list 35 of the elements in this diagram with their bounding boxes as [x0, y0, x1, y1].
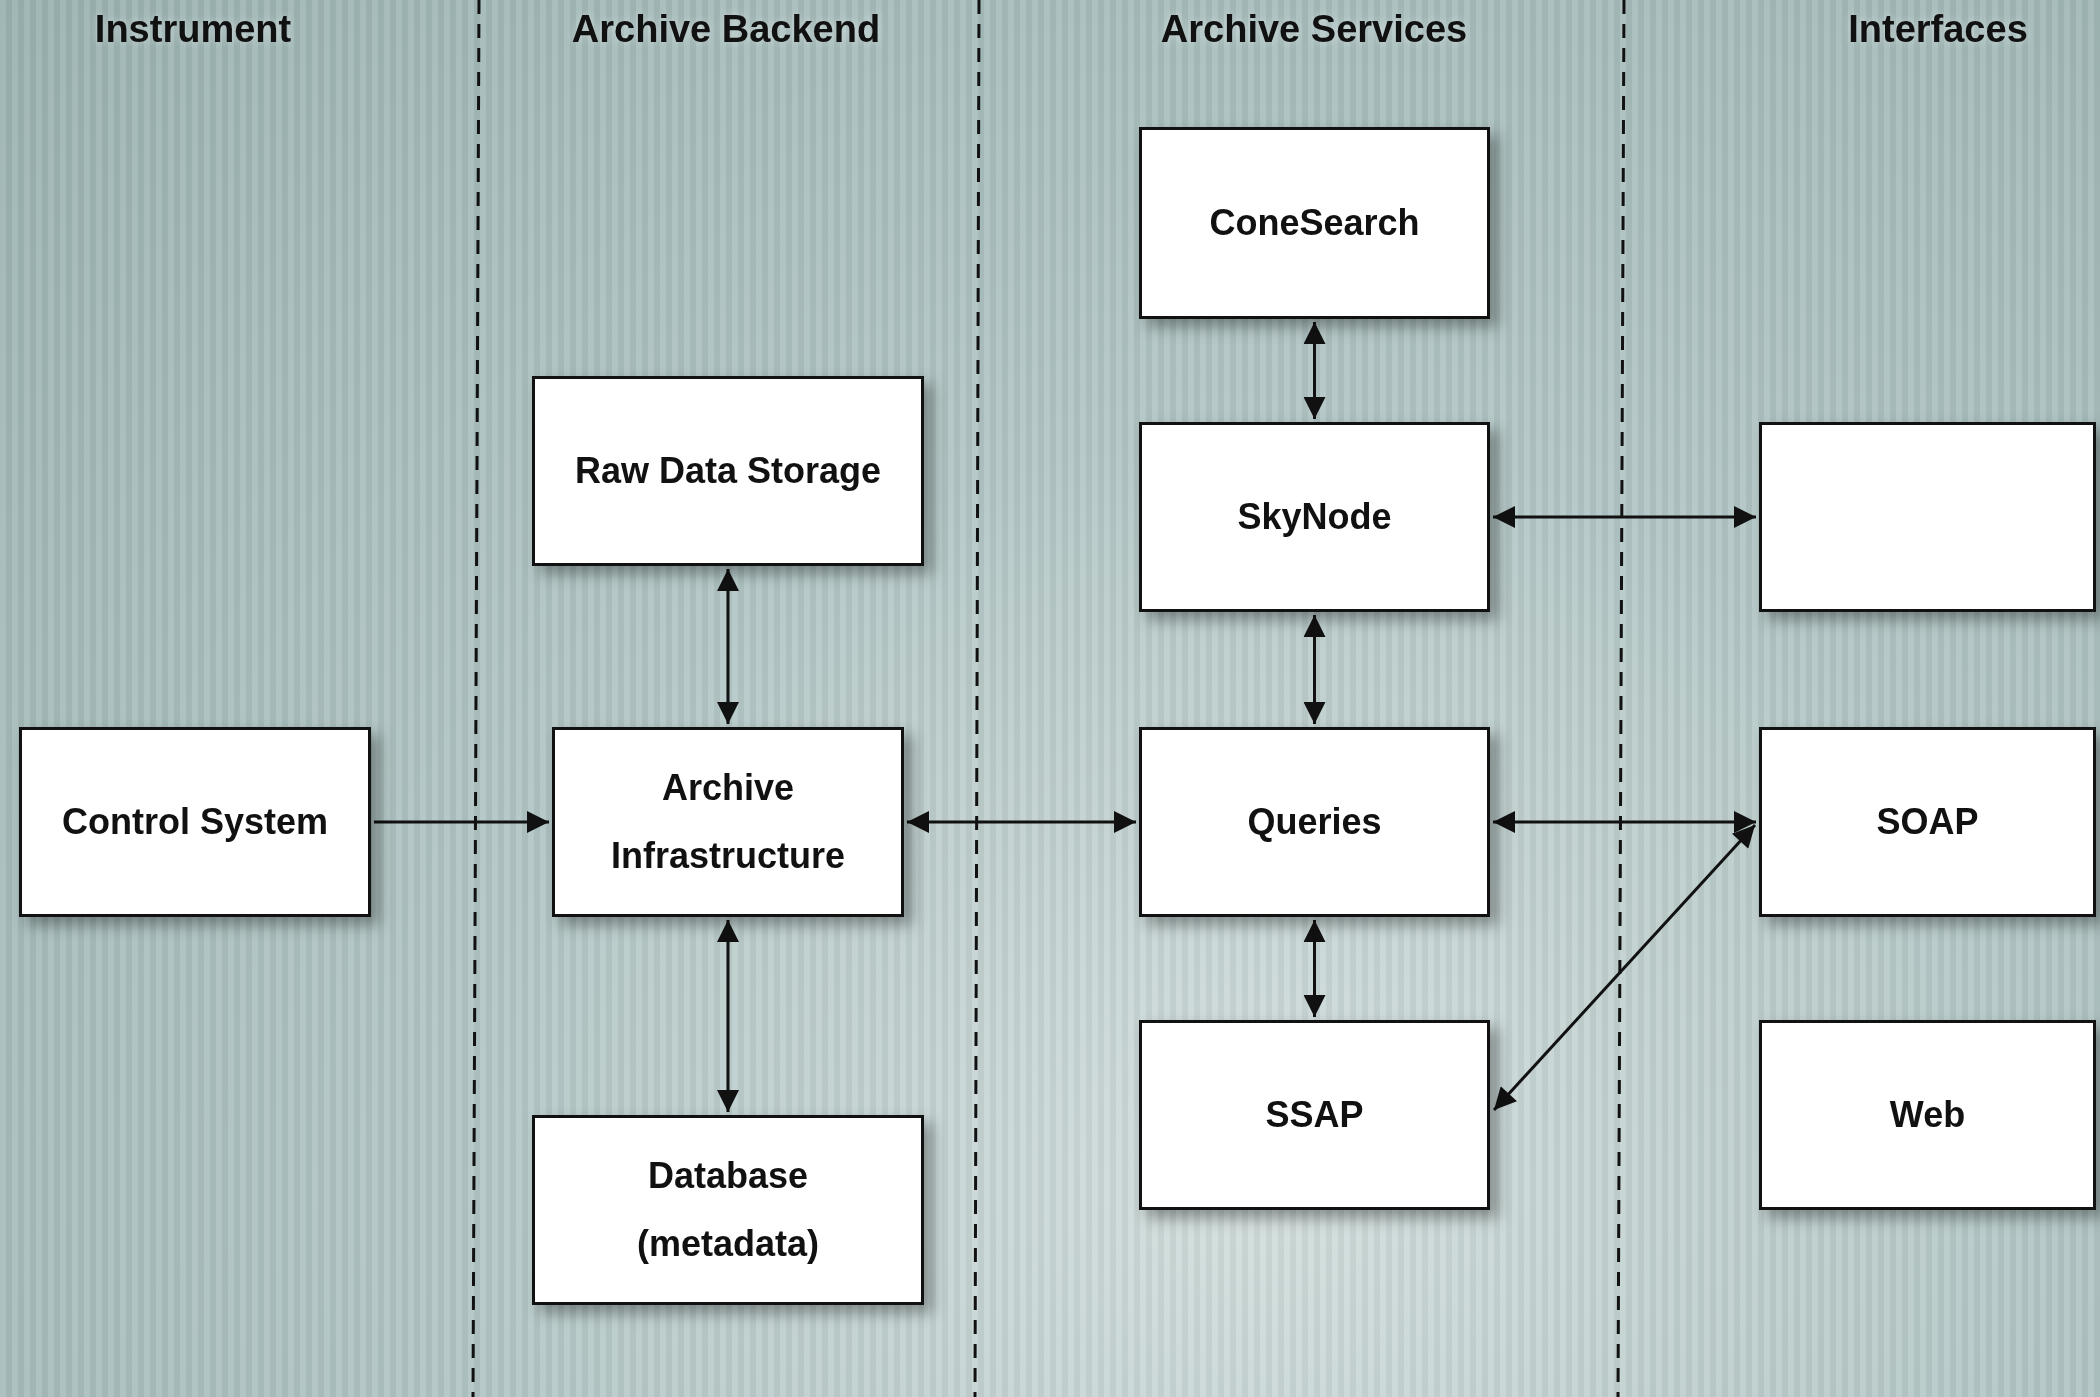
process-box: [1759, 727, 2096, 917]
node-label: Raw Data Storage: [574, 448, 882, 493]
process-box: [1139, 127, 1490, 319]
column-header: Archive Backend: [571, 8, 881, 51]
node-label: ConeSearch: [1209, 200, 1420, 245]
arrow: [1493, 811, 1756, 833]
process-box: [552, 727, 904, 917]
process-box: [19, 727, 371, 917]
process-box: [1139, 727, 1490, 917]
node-label: Queries: [1247, 799, 1382, 844]
process-box: [532, 376, 924, 566]
arrow: [1492, 824, 1757, 1111]
arrow: [907, 811, 1136, 833]
node-label: Archive Infrastructure: [609, 765, 847, 878]
node-label: Database (metadata): [635, 1153, 820, 1266]
node-label: Web: [1889, 1092, 1966, 1137]
column-header: Instrument: [94, 8, 292, 51]
arrow: [717, 569, 739, 724]
arrow: [374, 811, 549, 833]
arrow: [1303, 615, 1326, 724]
node-label: SOAP: [1876, 799, 1979, 844]
node-label: Control System: [61, 799, 328, 844]
arrow: [717, 920, 739, 1112]
node-label: SkyNode: [1237, 494, 1392, 539]
column-header: Archive Services: [1160, 8, 1468, 51]
column-header: Interfaces: [1848, 8, 2028, 51]
arrow: [1303, 322, 1326, 419]
process-box: [532, 1115, 924, 1305]
process-box: [1759, 1020, 2096, 1210]
node-label: SSAP: [1265, 1092, 1364, 1137]
arrow: [1493, 506, 1756, 528]
arrow: [1303, 920, 1326, 1017]
process-box: [1139, 1020, 1490, 1210]
process-box: [1759, 422, 2096, 612]
process-box: [1139, 422, 1490, 612]
